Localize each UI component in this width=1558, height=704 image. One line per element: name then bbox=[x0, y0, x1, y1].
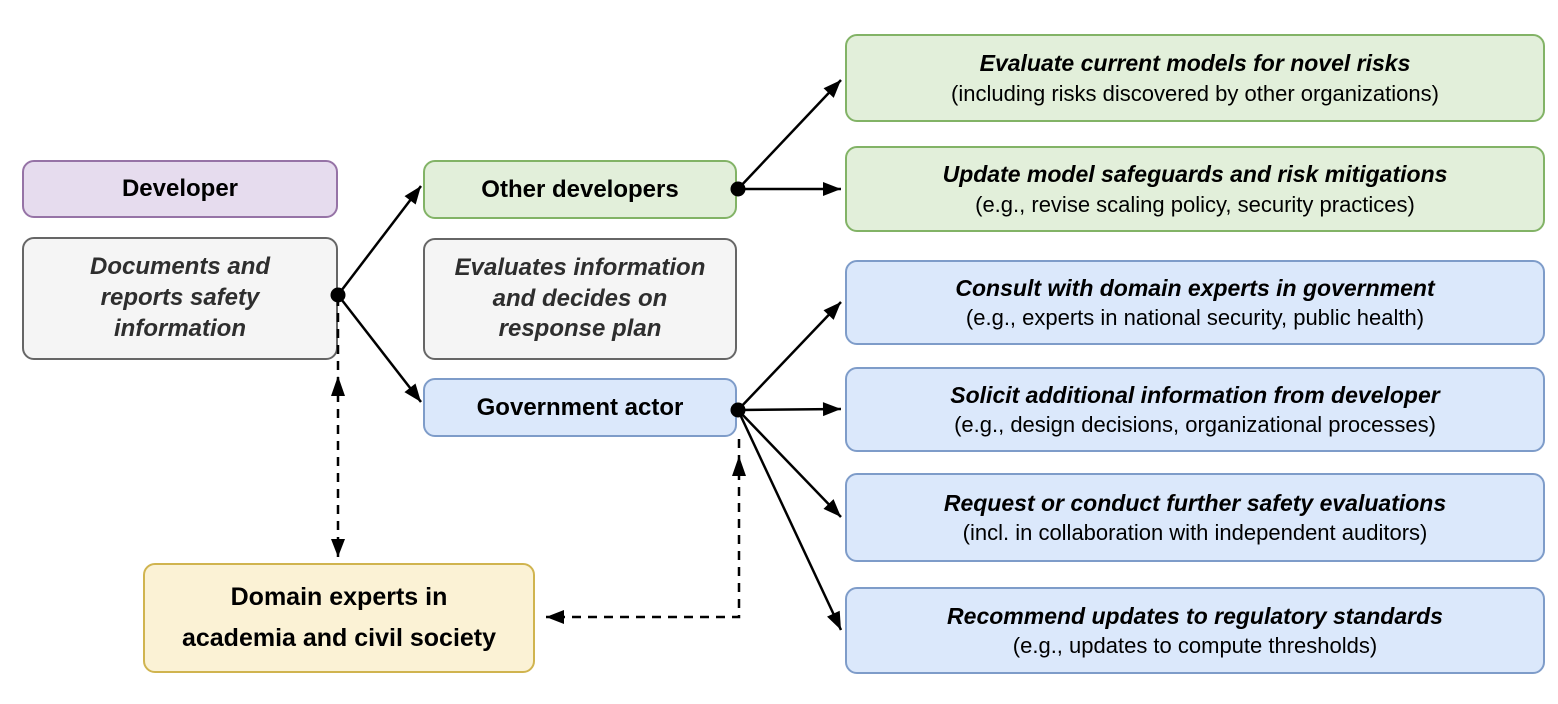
action-subtitle: (e.g., design decisions, organizational … bbox=[954, 412, 1436, 438]
node-documents-reports: Documents and reports safety information bbox=[22, 237, 338, 360]
action-request-safety-evaluations: Request or conduct further safety evalua… bbox=[845, 473, 1545, 562]
node-documents-line: Documents and bbox=[89, 253, 271, 281]
dashed-arrow-government-domain-experts bbox=[546, 439, 741, 624]
arrow-documents-to-government-actor bbox=[337, 294, 422, 403]
node-documents-line: reports safety bbox=[100, 284, 260, 312]
action-solicit-additional-information: Solicit additional information from deve… bbox=[845, 367, 1545, 452]
arrow-government-to-solicit-information bbox=[737, 402, 842, 417]
node-domain-experts-line: Domain experts in bbox=[230, 582, 448, 611]
arrow-government-to-regulatory-standards bbox=[736, 409, 843, 631]
node-developer: Developer bbox=[22, 160, 338, 218]
node-government-actor-label: Government actor bbox=[476, 393, 684, 421]
node-developer-label: Developer bbox=[121, 175, 239, 202]
node-evaluates-line: response plan bbox=[498, 315, 662, 343]
node-evaluates-line: and decides on bbox=[492, 284, 668, 312]
action-subtitle: (e.g., revise scaling policy, security p… bbox=[975, 191, 1415, 217]
action-update-model-safeguards: Update model safeguards and risk mitigat… bbox=[845, 146, 1545, 232]
action-consult-domain-experts: Consult with domain experts in governmen… bbox=[845, 260, 1545, 345]
node-domain-experts-line: academia and civil society bbox=[181, 624, 497, 652]
node-evaluates-line: Evaluates information bbox=[454, 253, 706, 281]
action-subtitle: (e.g., updates to compute thresholds) bbox=[1012, 633, 1378, 659]
action-title: Consult with domain experts in governmen… bbox=[955, 274, 1435, 301]
action-subtitle: (e.g., experts in national security, pub… bbox=[965, 305, 1425, 331]
action-title: Recommend updates to regulatory standard… bbox=[947, 602, 1443, 629]
node-domain-experts: Domain experts in academia and civil soc… bbox=[143, 563, 535, 673]
action-title: Evaluate current models for novel risks bbox=[979, 50, 1411, 77]
action-subtitle: (incl. in collaboration with independent… bbox=[962, 520, 1428, 546]
node-other-developers-label: Other developers bbox=[481, 175, 679, 203]
action-recommend-regulatory-updates: Recommend updates to regulatory standard… bbox=[845, 587, 1545, 674]
node-documents-line: information bbox=[114, 314, 246, 342]
action-subtitle: (including risks discovered by other org… bbox=[951, 80, 1439, 106]
action-title: Request or conduct further safety evalua… bbox=[943, 489, 1447, 516]
node-other-developers: Other developers bbox=[423, 160, 737, 219]
arrow-government-to-safety-evaluations bbox=[737, 409, 842, 518]
action-title: Update model safeguards and risk mitigat… bbox=[942, 161, 1448, 188]
node-evaluates-information: Evaluates information and decides on res… bbox=[423, 238, 737, 360]
arrow-other-developers-to-evaluate-models bbox=[737, 79, 842, 190]
dashed-arrowhead-up-to-documents bbox=[331, 376, 345, 396]
node-government-actor: Government actor bbox=[423, 378, 737, 437]
action-title: Solicit additional information from deve… bbox=[950, 381, 1440, 408]
action-evaluate-current-models: Evaluate current models for novel risks … bbox=[845, 34, 1545, 122]
arrow-documents-to-other-developers bbox=[337, 185, 422, 296]
arrow-government-to-consult-experts bbox=[737, 301, 842, 411]
dashed-arrowhead-up-to-government bbox=[732, 456, 746, 476]
